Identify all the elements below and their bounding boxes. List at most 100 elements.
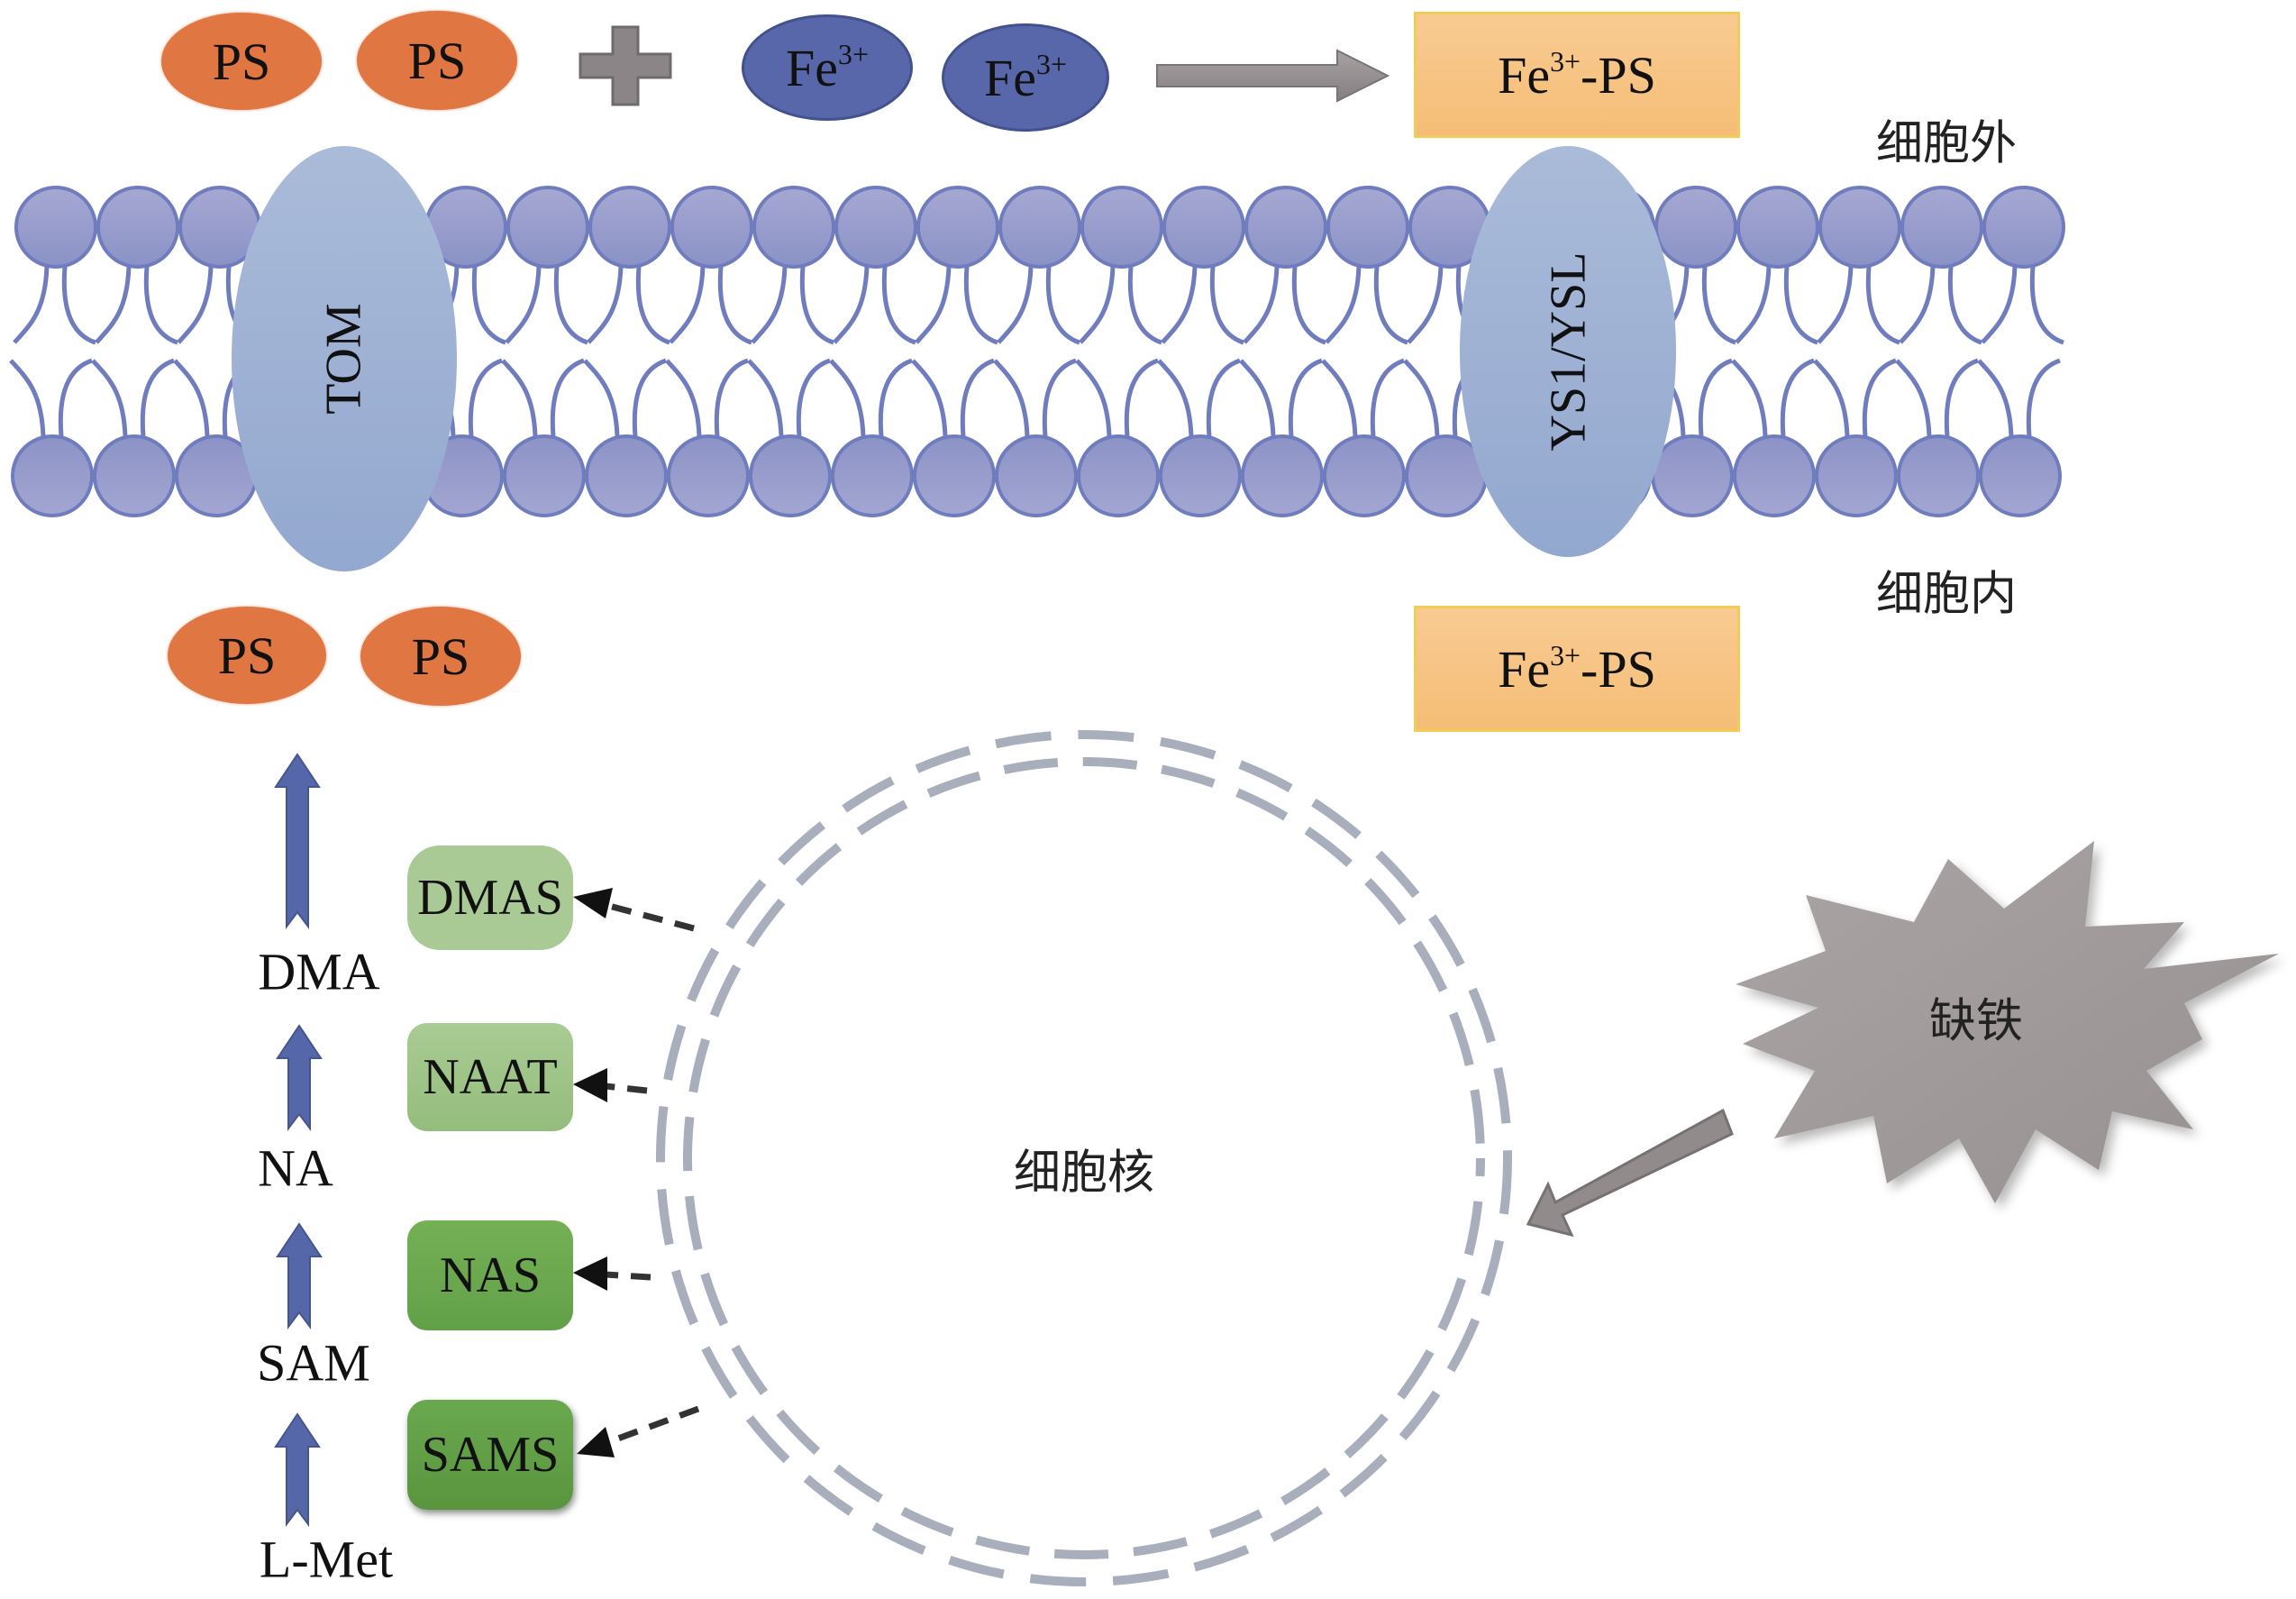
lipid-head xyxy=(1162,186,1245,269)
lipid-head xyxy=(998,186,1081,269)
up-arrow-icon xyxy=(276,1024,323,1131)
lipid-head xyxy=(1979,434,2062,517)
lipid-tail xyxy=(583,358,667,437)
regulation-arrow-dmas xyxy=(605,901,695,932)
complex-label: Fe3+-PS xyxy=(1498,45,1656,105)
lipid-head xyxy=(1077,434,1160,517)
nucleus-inner-membrane xyxy=(683,757,1485,1559)
complex-base: Fe xyxy=(1498,45,1551,105)
complex-suffix: -PS xyxy=(1581,639,1656,699)
lipid-tail xyxy=(1895,358,1979,437)
pathway-arrows xyxy=(274,753,323,1527)
metabolite-dma: DMA xyxy=(258,942,380,1001)
tom-transporter: TOM xyxy=(232,146,457,571)
complex-charge: 3+ xyxy=(1550,639,1581,672)
lipid-head xyxy=(93,434,176,517)
regulation-arrow-nas xyxy=(605,1271,651,1281)
lipid-head xyxy=(1244,186,1327,269)
enzyme-nas: NAS xyxy=(407,1220,573,1330)
lipid-tail xyxy=(1977,358,2061,437)
lipid-head xyxy=(588,186,671,269)
lipid-tail xyxy=(91,358,175,437)
lipid-head xyxy=(667,434,750,517)
ps-label: PS xyxy=(217,626,277,685)
iron-ion-2: Fe3+ xyxy=(942,23,1109,132)
lipid-head xyxy=(14,186,97,269)
iron-ion-label: Fe3+ xyxy=(984,48,1067,108)
lipid-tail xyxy=(1735,266,1818,345)
lipid-head xyxy=(1982,186,2065,269)
arrowhead-icon xyxy=(573,1256,607,1291)
lipid-head xyxy=(1326,186,1409,269)
lipid-head xyxy=(506,186,589,269)
lipid-tail xyxy=(501,358,585,437)
lipid-head xyxy=(1818,186,1901,269)
ps-molecule-extracellular-1: PS xyxy=(161,13,322,110)
plus-icon xyxy=(579,25,672,106)
lipid-head xyxy=(1733,434,1816,517)
iron-ion-1: Fe3+ xyxy=(742,14,913,121)
lipid-tail xyxy=(13,266,96,345)
lipid-head xyxy=(670,186,753,269)
lipid-head xyxy=(1900,186,1983,269)
lipid-head xyxy=(1241,434,1324,517)
up-arrow-icon xyxy=(276,1222,323,1329)
enzyme-naat: NAAT xyxy=(407,1023,573,1131)
lipid-head xyxy=(1159,434,1242,517)
lipid-tail xyxy=(1981,266,2064,345)
metabolite-na: NA xyxy=(258,1138,333,1198)
lipid-tail xyxy=(915,266,998,345)
lipid-tail xyxy=(911,358,995,437)
lipid-tail xyxy=(993,358,1077,437)
lipid-tail xyxy=(751,266,834,345)
lipid-head xyxy=(831,434,914,517)
lipid-tail xyxy=(9,358,93,437)
iron-charge: 3+ xyxy=(838,38,869,70)
arrowhead-icon xyxy=(573,1068,607,1102)
lipid-tail xyxy=(1813,358,1897,437)
lipid-tail xyxy=(1325,266,1408,345)
lipid-tail xyxy=(1817,266,1900,345)
enzyme-sams: SAMS xyxy=(407,1400,573,1510)
lipid-tail xyxy=(747,358,831,437)
iron-symbol: Fe xyxy=(984,48,1037,107)
lipid-tail xyxy=(1161,266,1244,345)
iron-symbol: Fe xyxy=(786,38,839,97)
lipid-head xyxy=(1815,434,1898,517)
extracellular-label: 细胞外 xyxy=(1875,116,2018,171)
lipid-tail xyxy=(1157,358,1241,437)
lipid-tail xyxy=(997,266,1080,345)
intracellular-label: 细胞内 xyxy=(1875,567,2018,622)
nucleus-outer-membrane xyxy=(656,730,1512,1586)
ps-molecule-intracellular-1: PS xyxy=(168,607,326,704)
nucleus-label: 细胞核 xyxy=(1013,1146,1155,1201)
lipid-tail xyxy=(1243,266,1326,345)
arrowhead-icon xyxy=(577,1427,615,1457)
lipid-head xyxy=(1080,186,1163,269)
regulation-arrow-sams xyxy=(606,1405,700,1446)
lipid-tail xyxy=(1899,266,1982,345)
lipid-tail xyxy=(1079,266,1162,345)
lipid-head xyxy=(1654,186,1737,269)
ps-label: PS xyxy=(411,626,470,686)
ys1-ysl-transporter: YS1/YSL xyxy=(1460,146,1676,557)
iron-deficiency-label: 缺铁 xyxy=(1928,994,2024,1049)
lipid-tail xyxy=(1075,358,1159,437)
enzyme-dmas: DMAS xyxy=(407,845,573,950)
lipid-head xyxy=(11,434,94,517)
iron-ion-label: Fe3+ xyxy=(786,38,869,98)
regulation-arrow-naat xyxy=(605,1083,648,1094)
lipid-head xyxy=(752,186,835,269)
lipid-head xyxy=(995,434,1078,517)
lipid-tail xyxy=(95,266,178,345)
complex-label: Fe3+-PS xyxy=(1498,639,1656,699)
fe-ps-complex-extracellular: Fe3+-PS xyxy=(1414,12,1740,138)
lipid-head xyxy=(834,186,917,269)
fe-ps-complex-intracellular: Fe3+-PS xyxy=(1414,606,1740,732)
lipid-head xyxy=(1736,186,1819,269)
lipid-head xyxy=(916,186,999,269)
lipid-head xyxy=(96,186,179,269)
lipid-head xyxy=(585,434,668,517)
